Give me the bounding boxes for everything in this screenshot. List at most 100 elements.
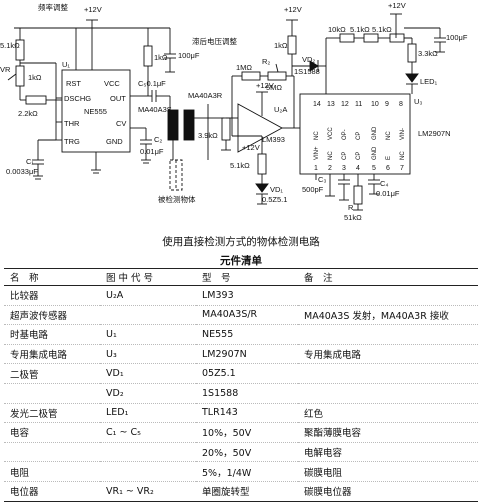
part-name-cell: 二极管: [4, 363, 100, 384]
label-c100-left: 100μF: [178, 51, 200, 60]
u3-pin-top-number: 14: [313, 101, 321, 108]
u3-pin-bottom-number: 4: [356, 165, 360, 172]
label-r-33k: 3.3kΩ: [418, 49, 438, 58]
u3-pin-name: VIN-: [400, 128, 406, 140]
parts-list-header: 名 称 图 中 代 号 型 号 备 注: [4, 268, 478, 286]
header-model: 型 号: [196, 268, 298, 286]
part-model-cell: 5%，1/4W: [196, 461, 298, 482]
label-r-22k: 2.2kΩ: [18, 109, 38, 118]
ma40a3s-transducer: [167, 109, 179, 141]
part-name-cell: 发光二极管: [4, 403, 100, 424]
label-vr-value: 1kΩ: [28, 73, 42, 82]
part-name-cell: 专用集成电路: [4, 344, 100, 365]
u3-pin-name: NC: [386, 131, 392, 140]
figure-caption: 使用直接检测方式的物体检测电路: [162, 236, 320, 248]
label-u1: U₁: [62, 60, 70, 69]
circuit-schematic: 1413121110981234567VIN+NCCPCPGNDENCNCVCC…: [0, 1, 468, 222]
label-r-51k-left: 5.1kΩ: [0, 41, 20, 50]
label-r-1k-mid: 1kΩ: [274, 41, 288, 50]
label-vd2-value: 1S1588: [294, 67, 320, 76]
part-ref-cell: VD₁: [100, 363, 196, 384]
part-name-cell: 电容: [4, 422, 100, 443]
part-model-cell: LM2907N: [196, 344, 298, 365]
part-ref-cell: LED₁: [100, 403, 196, 424]
part-model-cell: 单圈旋转型: [196, 481, 298, 502]
part-note-cell: [298, 363, 478, 384]
label-r2: R₂: [262, 57, 270, 66]
part-ref-cell: [100, 442, 196, 463]
parts-list-title: 元件清单: [220, 255, 262, 267]
part-note-cell: 电解电容: [298, 442, 478, 463]
label-r-51k-a: 5.1kΩ: [350, 25, 370, 34]
chip-ne555: NE555: [84, 107, 107, 116]
label-vcc-right: +12V: [284, 5, 302, 14]
label-vcc-left: +12V: [84, 5, 102, 14]
pin-dschg: DSCHG: [64, 94, 91, 103]
label-freq-adjust: 频率调整: [38, 2, 68, 12]
label-threshold-adjust: 滞后电压调整: [192, 36, 237, 46]
label-u2a: U₂A: [274, 105, 287, 114]
part-note-cell: [298, 324, 478, 345]
part-ref-cell: C₁ ~ C₅: [100, 422, 196, 443]
pin-out: OUT: [110, 94, 126, 103]
part-note-cell: 红色: [298, 403, 478, 424]
u3-pin-top-number: 9: [385, 101, 389, 108]
label-vd2: VD₂: [302, 55, 315, 64]
pin-vcc: VCC: [104, 79, 120, 88]
part-ref-cell: [100, 461, 196, 482]
part-note-cell: 碳膜电位器: [298, 481, 478, 502]
part-ref-cell: VD₂: [100, 383, 196, 404]
label-lm2907: LM2907N: [418, 129, 451, 138]
header-ref: 图 中 代 号: [100, 268, 196, 286]
u3-pin-name: VIN+: [314, 146, 320, 160]
u3-pin-top-number: 12: [341, 101, 349, 108]
label-r-1m: 1MΩ: [236, 63, 252, 72]
u3-pin-name: CP: [356, 132, 362, 140]
part-note-cell: [298, 285, 478, 306]
label-r-39k: 3.9kΩ: [198, 131, 218, 140]
u3-pin-name: GND: [372, 126, 378, 140]
header-note: 备 注: [298, 268, 478, 286]
part-model-cell: MA40A3S/R: [196, 305, 298, 326]
label-r-1k-top: 1kΩ: [154, 53, 168, 62]
u3-pin-top-number: 13: [327, 101, 335, 108]
lm393-comparator: [237, 103, 283, 153]
label-u3: U₃: [414, 97, 422, 106]
u3-pin-top-number: 10: [371, 101, 379, 108]
label-c2-value: 0.01μF: [140, 147, 164, 156]
part-model-cell: 05Z5.1: [196, 363, 298, 384]
u3-pin-bottom-number: 7: [400, 165, 404, 172]
label-c4-value: 0.01μF: [376, 189, 400, 198]
part-name-cell: [4, 383, 100, 404]
u3-pin-top-number: 8: [399, 101, 403, 108]
label-r-51k-mid: 5.1kΩ: [230, 161, 250, 170]
u3-pin-name: NC: [400, 151, 406, 160]
part-ref-cell: VR₁ ~ VR₂: [100, 481, 196, 502]
label-r-51k-b: 5.1kΩ: [372, 25, 392, 34]
part-note-cell: 专用集成电路: [298, 344, 478, 365]
label-vcc-u3: +12V: [388, 1, 406, 10]
part-name-cell: [4, 442, 100, 463]
label-c1-value: 0.0033μF: [6, 167, 38, 176]
pin-trg: TRG: [64, 137, 80, 146]
u3-pin-top-number: 11: [355, 101, 362, 108]
part-note-cell: 聚酯薄膜电容: [298, 422, 478, 443]
part-model-cell: 20%，50V: [196, 442, 298, 463]
u3-pin-name: OP-: [342, 129, 348, 140]
u3-pin-bottom-number: 6: [386, 165, 390, 172]
label-vcc-comparator: +12V: [242, 143, 260, 152]
lm2907-chip: [299, 93, 411, 175]
label-r-bottom: R: [348, 203, 354, 212]
part-ref-cell: [100, 305, 196, 326]
part-ref-cell: U₃: [100, 344, 196, 365]
label-vr: VR: [0, 65, 11, 74]
pin-thr: THR: [64, 119, 80, 128]
